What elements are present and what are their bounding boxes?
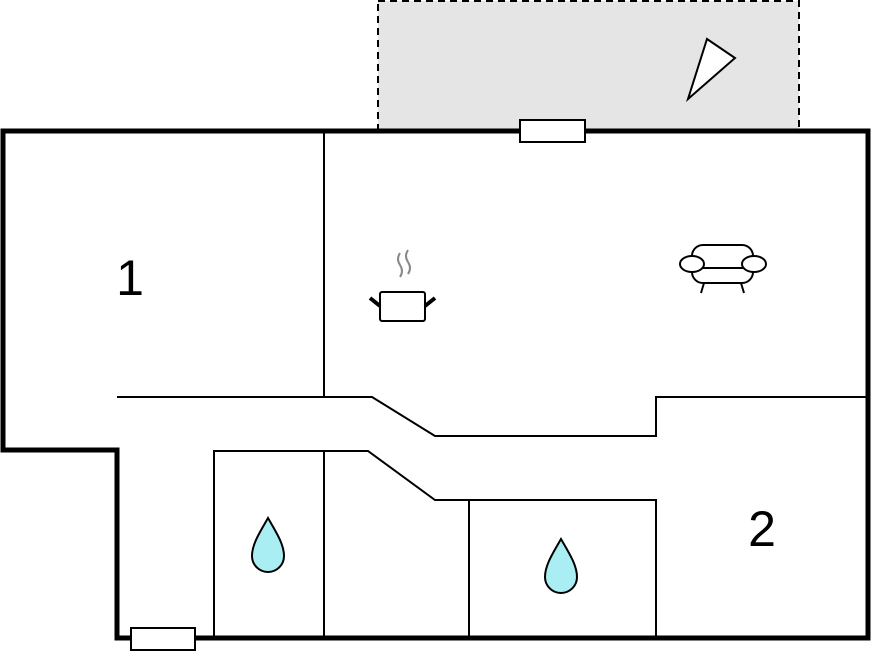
outer-walls (0, 128, 871, 641)
compass-icon (685, 37, 737, 103)
kitchen-pot-icon (368, 249, 437, 322)
window (519, 119, 586, 143)
inner-walls (117, 131, 868, 638)
water-drop-icon (250, 515, 286, 573)
room-label-1: 1 (116, 250, 144, 306)
sofa-icon (679, 244, 767, 294)
water-drop-icon (543, 536, 579, 594)
terrace (377, 0, 800, 132)
room-label-2: 2 (748, 501, 776, 557)
entrance-door[interactable] (130, 627, 196, 651)
